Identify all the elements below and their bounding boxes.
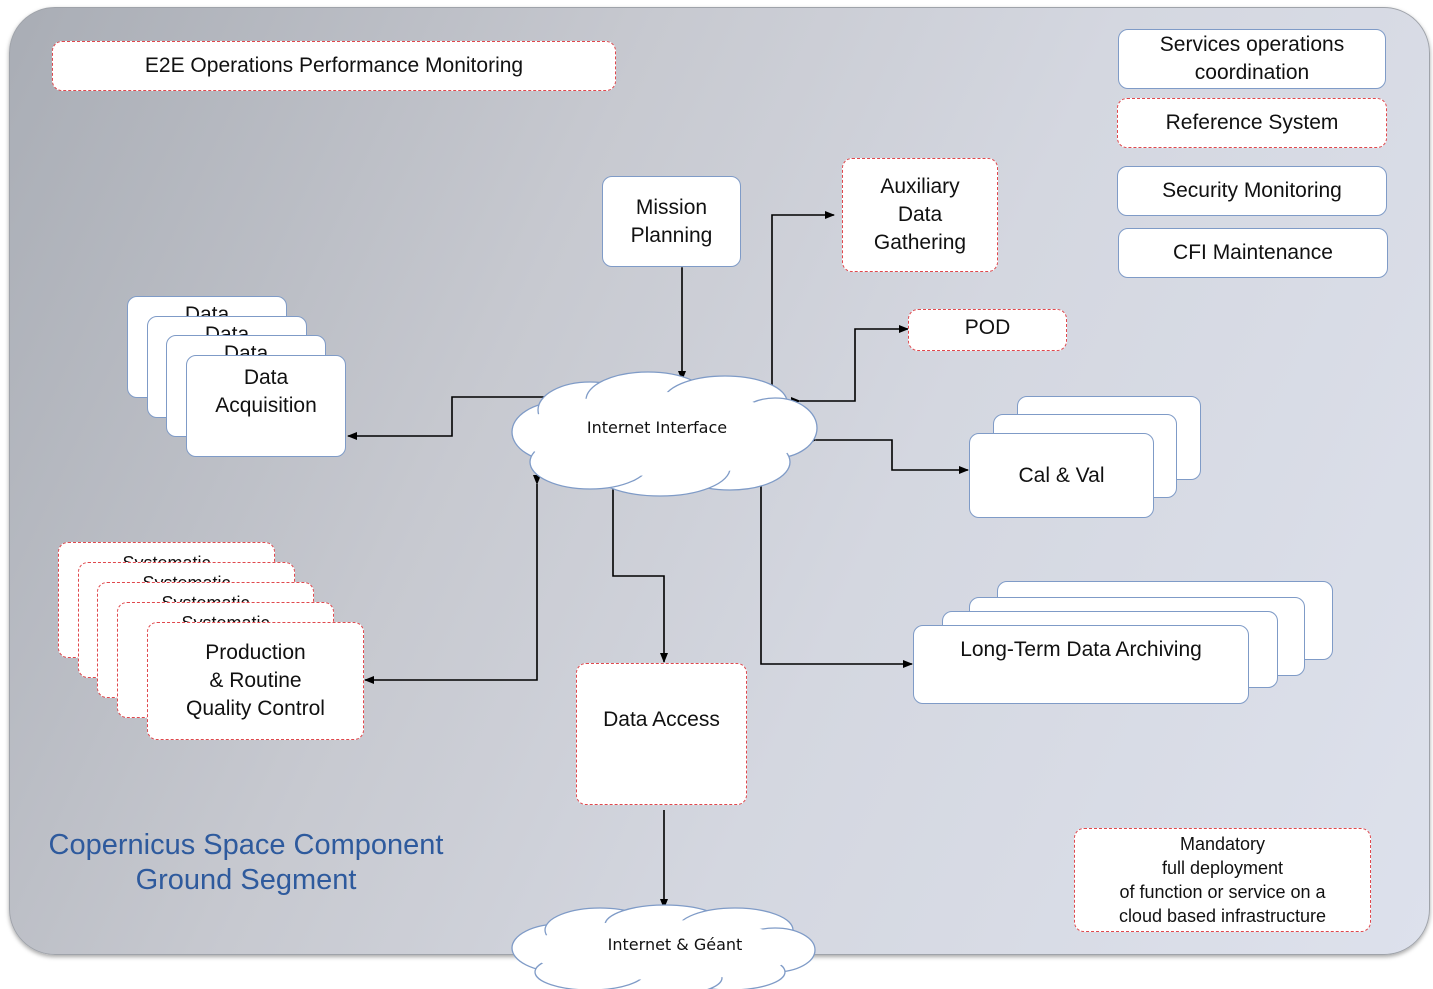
link-long-term-archiving [757,475,913,668]
e2e-monitoring-label: E2E Operations Performance Monitoring [144,54,524,77]
link-data-acquisition [347,393,565,440]
security-monitoring-box: Security Monitoring [1117,166,1387,216]
data-access-label: Data Access [603,708,720,731]
long-term-archiving-label: Long-Term Data Archiving [960,638,1202,661]
mandatory-note-label: Mandatory full deployment of function or… [1118,834,1327,926]
link-production [364,475,541,684]
internet-interface-label: Internet Interface [586,418,728,437]
data-acquisition-box: Data Acquisition [186,355,346,457]
cfi-maintenance-box: CFI Maintenance [1118,228,1388,278]
link-auxiliary-data [768,211,835,394]
cfi-maintenance-label: CFI Maintenance [1173,241,1333,264]
data-access-box: Data Access [576,663,747,805]
link-pod [791,325,909,405]
e2e-monitoring-box: E2E Operations Performance Monitoring [52,41,616,91]
link-cal-val [807,436,969,474]
production-box: Production & Routine Quality Control [147,622,364,740]
cal-val-box: Cal & Val [969,433,1154,518]
pod-box: POD [908,309,1067,351]
production-label: Production & Routine Quality Control [186,641,325,720]
mission-planning-box: Mission Planning [602,176,741,267]
mandatory-note-box: Mandatory full deployment of function or… [1074,828,1371,932]
mission-planning-label: Mission Planning [630,195,713,247]
cal-val-label: Cal & Val [1018,463,1105,487]
services-coordination-box: Services operations coordination [1118,29,1386,89]
link-data-access [609,481,668,663]
reference-system-label: Reference System [1165,111,1339,134]
long-term-archiving-box: Long-Term Data Archiving [913,625,1249,704]
ground-segment-title: Copernicus Space Component Ground Segmen… [48,829,444,896]
auxiliary-data-box: Auxiliary Data Gathering [842,158,998,272]
data-acquisition-label: Data Acquisition [215,366,317,417]
security-monitoring-label: Security Monitoring [1162,179,1342,202]
internet-geant-label: Internet & Géant [607,935,743,954]
reference-system-box: Reference System [1117,98,1387,148]
auxiliary-data-label: Auxiliary Data Gathering [873,175,967,254]
pod-label: POD [964,316,1011,339]
services-coordination-label: Services operations coordination [1159,33,1345,84]
